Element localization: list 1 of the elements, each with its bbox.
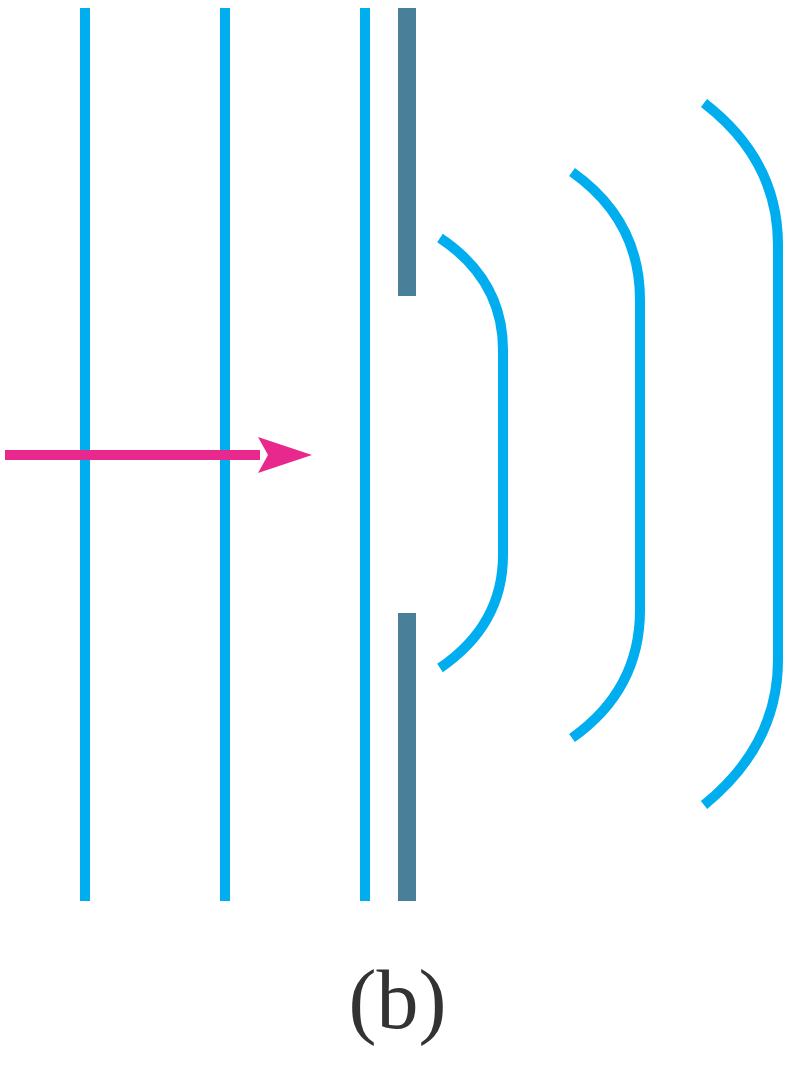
caption: (b): [348, 952, 447, 1048]
